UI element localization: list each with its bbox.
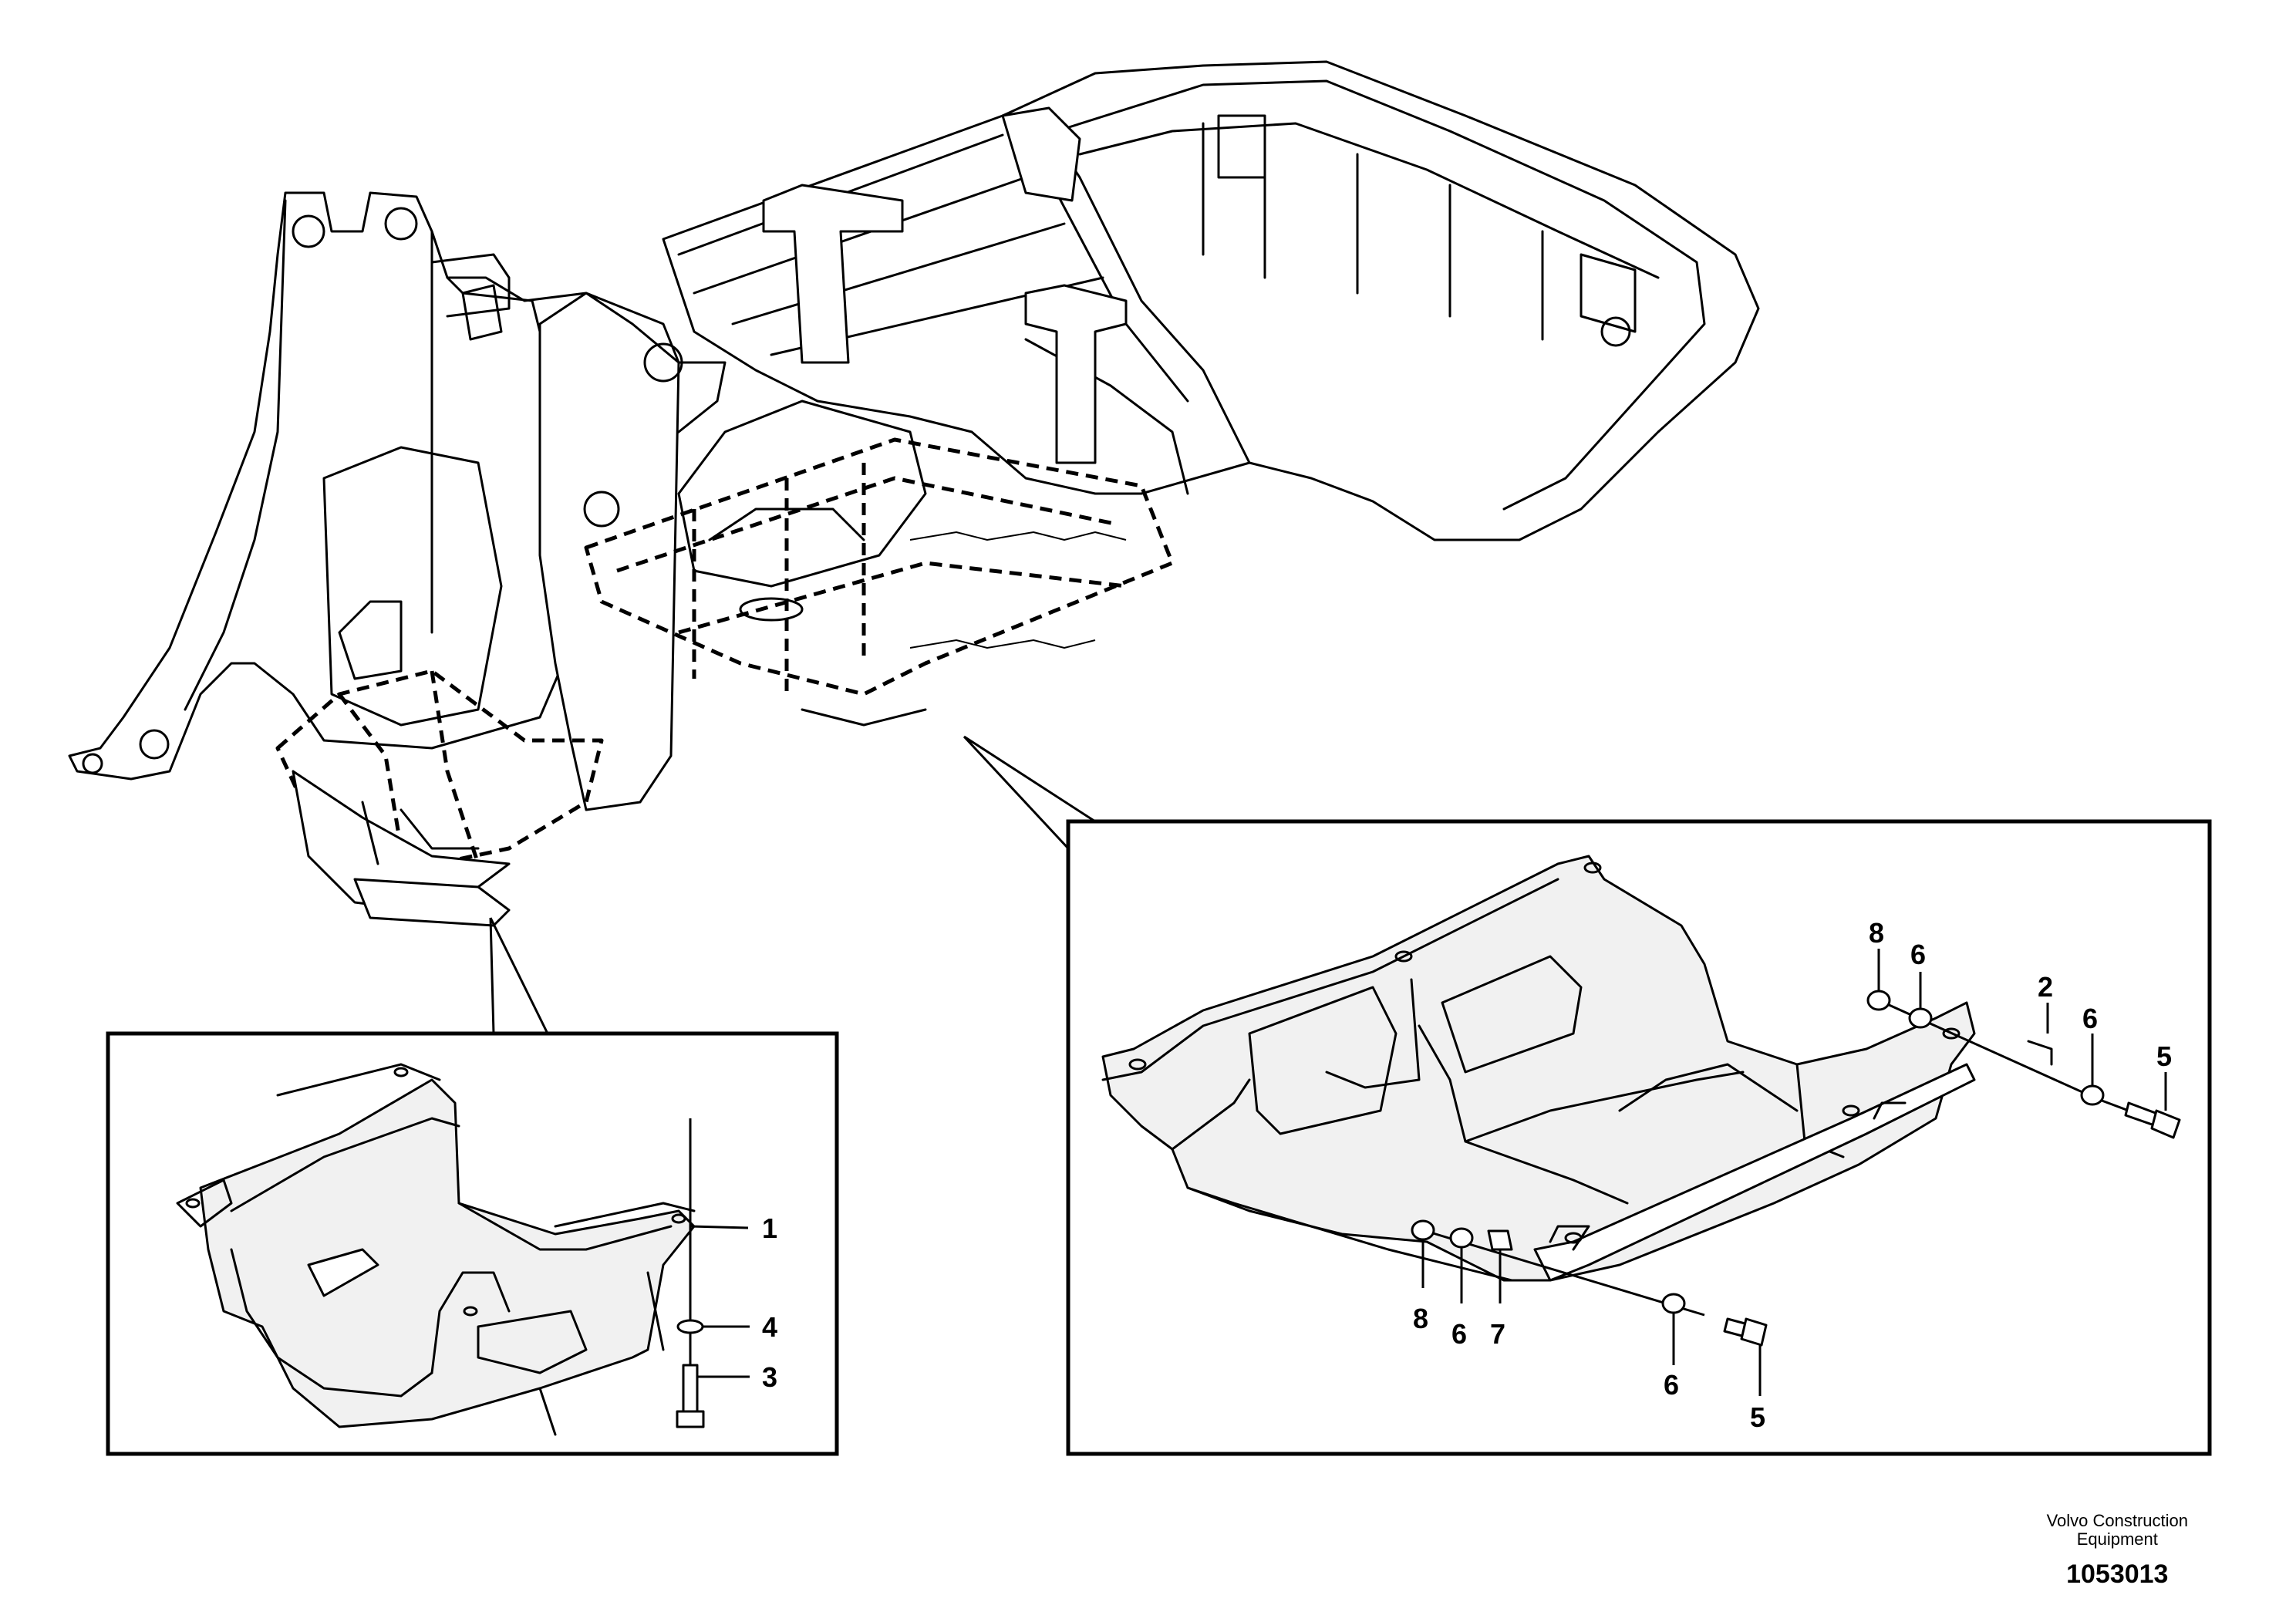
callout-5-right: 5: [2156, 1040, 2172, 1072]
machine-frame-illustration: [68, 60, 1760, 927]
brand-line-1: Volvo Construction: [2046, 1511, 2188, 1530]
washer-icon: [1908, 1007, 1933, 1029]
washer-icon: [676, 1319, 704, 1334]
detail-panel-left: 1 4 3: [106, 1031, 839, 1456]
zoom-pointer-right: [963, 735, 1096, 850]
callout-4: 4: [762, 1311, 777, 1343]
washer-icon: [1661, 1293, 1686, 1314]
nut-icon: [1866, 990, 1891, 1011]
callout-6-right: 6: [2082, 1003, 2098, 1034]
callout-5-bottom: 5: [1750, 1401, 1765, 1433]
front-frame-guard: [176, 1063, 696, 1436]
brand-line-2: Equipment: [2076, 1529, 2158, 1549]
callout-2: 2: [2038, 971, 2053, 1003]
bolt-icon: [682, 1364, 699, 1413]
washer-icon: [1449, 1227, 1474, 1249]
drawing-number: 1053013: [2066, 1560, 2169, 1589]
callout-3: 3: [762, 1361, 777, 1393]
nut-icon: [1411, 1219, 1435, 1241]
callout-1: 1: [762, 1212, 777, 1244]
fastener-stack-left: [676, 1118, 750, 1428]
callout-6-lower: 6: [1451, 1318, 1467, 1350]
callout-8-upper: 8: [1869, 917, 1884, 949]
washer-icon: [2080, 1084, 2105, 1106]
callout-6-upper: 6: [1910, 939, 1926, 970]
publisher-footer: Volvo Construction Equipment 1053013: [2047, 1512, 2188, 1590]
rear-frame-guard: [1101, 855, 1976, 1282]
fastener-stack-upper: [1866, 949, 2181, 1139]
callout-7: 7: [1490, 1318, 1505, 1350]
detail-panel-right: 8 6 2 6 5 8 6 7 6 5: [1066, 819, 2212, 1456]
callout-8-lower: 8: [1413, 1303, 1428, 1334]
zoom-pointer-left: [489, 917, 549, 1034]
fastener-stack-lower: [1411, 1219, 1768, 1396]
callout-6-bottom: 6: [1664, 1369, 1679, 1401]
clip-icon: [1487, 1229, 1513, 1251]
